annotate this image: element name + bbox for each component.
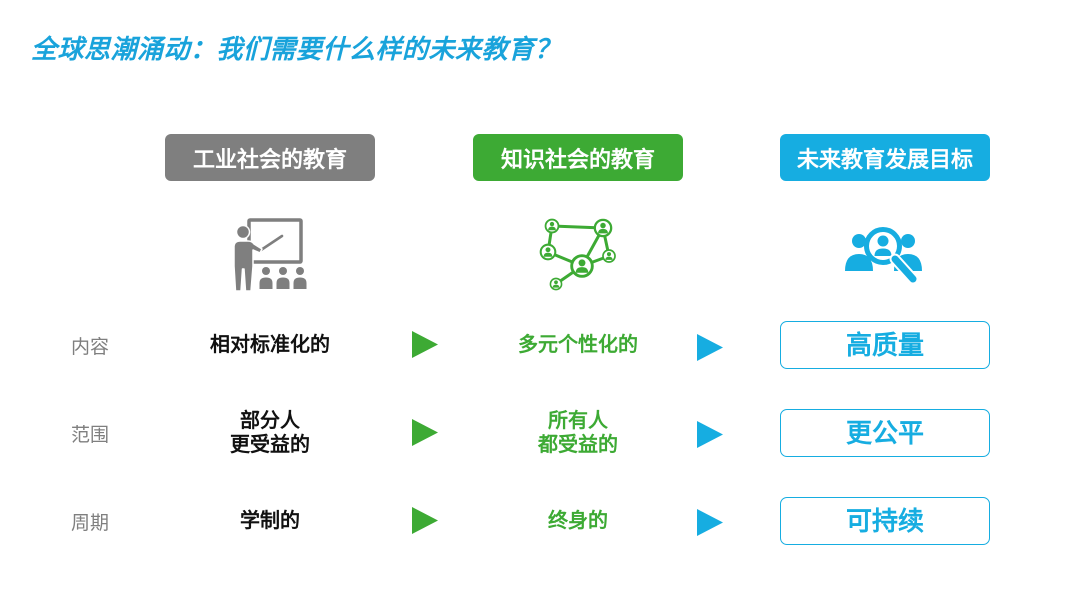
cell-text: 学制的 — [240, 510, 300, 532]
network-node — [539, 243, 557, 261]
cell-industrial-scope: 部分人 更受益的 — [165, 409, 375, 457]
audience-head — [279, 267, 287, 275]
person-body — [874, 248, 892, 256]
people-search-icon — [845, 227, 922, 285]
column-header-future-goals: 未来教育发展目标 — [780, 134, 990, 181]
magnifier-handle — [891, 255, 917, 283]
teacher-body — [233, 240, 263, 292]
cell-text-line: 部分人 — [240, 410, 300, 432]
audience-body — [259, 277, 273, 289]
pointer-stick — [259, 234, 284, 252]
cell-text: 相对标准化的 — [210, 334, 330, 356]
cell-knowledge-content: 多元个性化的 — [473, 321, 683, 369]
person-head — [852, 234, 866, 248]
cell-text-line: 更受益的 — [230, 434, 310, 456]
person-head — [877, 235, 889, 247]
cell-text-line: 都受益的 — [538, 434, 618, 456]
cell-text-line: 所有人 — [548, 410, 608, 432]
cell-future-period: 可持续 — [780, 497, 990, 545]
cell-knowledge-period: 终身的 — [473, 497, 683, 545]
audience-head — [296, 267, 304, 275]
network-node — [593, 218, 613, 238]
cell-future-content: 高质量 — [780, 321, 990, 369]
cell-text: 更公平 — [845, 418, 924, 448]
cell-text: 多元个性化的 — [518, 334, 638, 356]
cell-industrial-period: 学制的 — [165, 497, 375, 545]
triangle-right-icon — [412, 507, 438, 534]
column-header-industrial-education: 工业社会的教育 — [165, 134, 375, 181]
cell-text: 终身的 — [548, 510, 608, 532]
people-network-icon — [539, 218, 616, 291]
triangle-right-icon — [697, 509, 723, 536]
network-node — [570, 254, 594, 278]
triangle-right-icon — [697, 334, 723, 361]
person-head — [901, 234, 915, 248]
teacher-head — [235, 224, 251, 240]
row-label-period: 周期 — [70, 512, 109, 534]
cell-future-scope: 更公平 — [780, 409, 990, 457]
row-label-content: 内容 — [70, 336, 109, 358]
audience-body — [276, 277, 290, 289]
cell-text: 可持续 — [845, 506, 924, 536]
row-label-scope: 范围 — [70, 424, 109, 446]
column-header-knowledge-education: 知识社会的教育 — [473, 134, 683, 181]
network-node — [549, 277, 563, 291]
slide-title: 全球思潮涌动：我们需要什么样的未来教育？ — [31, 34, 562, 64]
network-node — [544, 218, 560, 234]
cell-knowledge-scope: 所有人 都受益的 — [473, 409, 683, 457]
audience-head — [262, 267, 270, 275]
cell-industrial-content: 相对标准化的 — [165, 321, 375, 369]
audience — [259, 267, 307, 289]
teacher-blackboard-icon — [233, 218, 307, 292]
cell-text: 高质量 — [845, 330, 924, 360]
audience-body — [293, 277, 307, 289]
network-node — [602, 249, 616, 263]
triangle-right-icon — [412, 331, 438, 358]
triangle-right-icon — [412, 419, 438, 446]
person-body — [845, 254, 873, 271]
triangle-right-icon — [697, 421, 723, 448]
